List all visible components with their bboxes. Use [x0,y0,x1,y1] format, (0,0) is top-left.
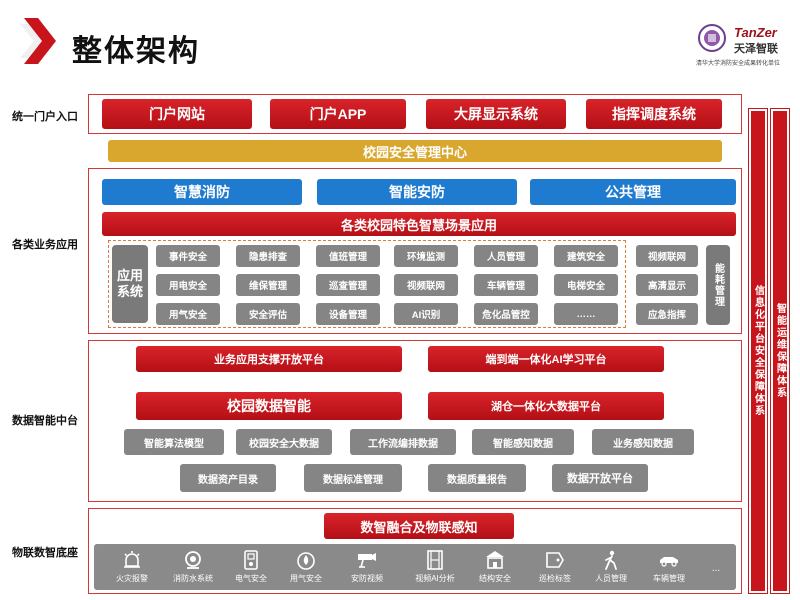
fire-alarm-icon [124,551,140,568]
side-column-left-frame [748,108,768,594]
info-platform-security-system[interactable]: 信息化平台安全保障体系 [751,111,765,591]
data-asset-catalog-box[interactable]: 数据资产目录 [180,464,276,492]
water-system-icon [185,551,201,569]
app-cell-r1-c3[interactable]: 值班管理 [316,245,380,267]
app-cell-r1-c2[interactable]: 隐患排查 [236,245,300,267]
app-cell-r3-c2[interactable]: 安全评估 [236,303,300,325]
data-quality-box[interactable]: 数据质量报告 [428,464,526,492]
electric-icon [244,550,258,570]
section-label-data: 数据智能中台 [12,415,78,427]
iot-item-water-system[interactable]: 消防水系统 [164,546,222,588]
film-icon [427,550,443,570]
logo-subtitle: 清华大学消防安全成果转化单位 [696,61,781,67]
business-support-platform[interactable]: 业务应用支撑开放平台 [136,346,402,372]
portal-website[interactable]: 门户网站 [102,99,252,129]
app-cell-r1-c6[interactable]: 建筑安全 [554,245,618,267]
iot-label: 人员管理 [595,574,627,583]
data-open-platform-box[interactable]: 数据开放平台 [552,464,648,492]
app-cell-r1-c5[interactable]: 人员管理 [474,245,538,267]
app-cell-r3-c6[interactable]: …… [554,303,618,325]
iot-label: 巡检标签 [539,574,571,583]
gas-icon [297,552,315,570]
iot-item-electric[interactable]: 电气安全 [222,546,280,588]
campus-data-intelligence[interactable]: 校园数据智能 [136,392,402,420]
campus-safety-center[interactable]: 校园安全管理中心 [108,140,722,162]
chevron-icon [20,18,56,64]
iot-label: 车辆管理 [653,574,685,583]
logo-name: TanZer [734,25,777,40]
app-cell-r2-c5[interactable]: 车辆管理 [474,274,538,296]
campus-scene-banner[interactable]: 各类校园特色智慧场景应用 [102,212,736,236]
iot-item-fire-alarm[interactable]: 火灾报警 [103,546,161,588]
business-sensing-data-box[interactable]: 业务感知数据 [592,429,694,455]
portal-big-screen[interactable]: 大屏显示系统 [426,99,566,129]
building-icon [486,551,504,569]
camera-icon [358,553,376,568]
page-title: 整体架构 [72,35,200,68]
right-app-video-network[interactable]: 视频联网 [636,245,698,267]
lakehouse-bigdata-platform[interactable]: 湖仓一体化大数据平台 [428,392,664,420]
campus-safety-bigdata-box[interactable]: 校园安全大数据 [236,429,332,455]
app-cell-r3-c5[interactable]: 危化品管控 [474,303,538,325]
seal-icon [698,24,726,52]
iot-banner[interactable]: 数智融合及物联感知 [324,513,514,539]
iot-label: 火灾报警 [116,574,148,583]
iot-more: ... [711,562,721,574]
sensing-data-box[interactable]: 智能感知数据 [472,429,574,455]
right-app-emergency[interactable]: 应急指挥 [636,303,698,325]
iot-item-building[interactable]: 结构安全 [466,546,524,588]
person-icon [605,550,617,570]
workflow-data-box[interactable]: 工作流编排数据 [350,429,456,455]
app-cell-r2-c1[interactable]: 用电安全 [156,274,220,296]
energy-management-box[interactable]: 能耗管理 [706,245,730,325]
section-label-portal: 统一门户入口 [12,111,78,123]
section-label-business: 各类业务应用 [12,239,78,251]
section-label-iot: 物联数智底座 [12,547,78,559]
iot-item-camera[interactable]: 安防视频 [338,546,396,588]
iot-item-gas[interactable]: 用气安全 [277,546,335,588]
iot-item-car[interactable]: 车辆管理 [640,546,698,588]
app-cell-r3-c1[interactable]: 用气安全 [156,303,220,325]
iot-item-person[interactable]: 人员管理 [582,546,640,588]
app-cell-r3-c4[interactable]: AI识别 [394,303,458,325]
app-cell-r2-c2[interactable]: 维保管理 [236,274,300,296]
iot-label: 安防视频 [351,574,383,583]
public-management-box[interactable]: 公共管理 [530,179,736,205]
logo-cn: 天泽智联 [734,43,778,55]
algorithm-model-box[interactable]: 智能算法模型 [124,429,224,455]
smart-ops-system[interactable]: 智能运维保障体系 [773,111,787,591]
right-app-hd-display[interactable]: 高清显示 [636,274,698,296]
tag-icon [546,552,564,568]
smart-security-box[interactable]: 智能安防 [317,179,517,205]
app-cell-r2-c3[interactable]: 巡查管理 [316,274,380,296]
app-cell-r3-c3[interactable]: 设备管理 [316,303,380,325]
app-cell-r1-c1[interactable]: 事件安全 [156,245,220,267]
app-cell-r1-c4[interactable]: 环境监测 [394,245,458,267]
app-cell-r2-c6[interactable]: 电梯安全 [554,274,618,296]
car-icon [660,557,678,567]
iot-label: 结构安全 [479,574,511,583]
logo [688,16,788,70]
iot-label: 用气安全 [290,574,322,583]
side-column-right-frame [770,108,790,594]
app-system-label: 应用系统 [112,245,148,323]
app-grid-frame [108,240,626,328]
data-standard-box[interactable]: 数据标准管理 [304,464,402,492]
iot-item-tag[interactable]: 巡检标签 [526,546,584,588]
smart-fire-box[interactable]: 智慧消防 [102,179,302,205]
portal-app[interactable]: 门户APP [270,99,406,129]
portal-dispatch[interactable]: 指挥调度系统 [586,99,722,129]
ai-learning-platform[interactable]: 端到端一体化AI学习平台 [428,346,664,372]
app-cell-r2-c4[interactable]: 视频联网 [394,274,458,296]
iot-label: 视频AI分析 [415,574,455,583]
iot-item-video-ai[interactable]: 视频AI分析 [406,546,464,588]
iot-label: 电气安全 [235,574,267,583]
iot-device-bar [94,544,736,590]
iot-label: 消防水系统 [173,574,213,583]
